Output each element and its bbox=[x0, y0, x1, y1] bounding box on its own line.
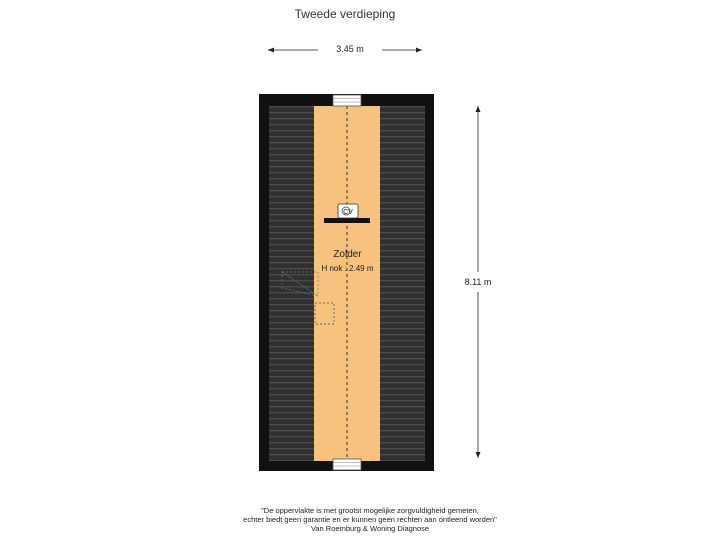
roof-window-bottom bbox=[332, 458, 362, 471]
roof-window-top bbox=[332, 94, 362, 107]
depth-dimension-line bbox=[475, 106, 481, 458]
page-title: Tweede verdieping bbox=[294, 7, 396, 21]
disclaimer-line-1: "De oppervlakte is met grootst mogelijke… bbox=[261, 506, 479, 515]
room-name-label: Zolder bbox=[333, 249, 362, 260]
boiler-cv-label: CV bbox=[343, 209, 353, 216]
disclaimer-line-2: echter biedt geen garantie en er kunnen … bbox=[243, 515, 497, 524]
width-dimension-label: 3.45 m bbox=[336, 44, 364, 54]
roof-slope-right bbox=[380, 106, 425, 461]
roof-slope-left bbox=[269, 106, 314, 461]
company-name: Van Roemburg & Woning Diagnose bbox=[310, 524, 430, 533]
depth-dimension-label: 8.11 m bbox=[464, 277, 492, 287]
width-dimension-line bbox=[268, 47, 422, 53]
boiler-cv-icon: CV bbox=[324, 203, 370, 223]
disclaimer-footer: "De oppervlakte is met grootst mogelijke… bbox=[170, 506, 570, 533]
stair-opening bbox=[281, 271, 319, 297]
floor-hatch bbox=[314, 302, 335, 325]
room-height-label: H nok : 2.49 m bbox=[321, 264, 374, 273]
